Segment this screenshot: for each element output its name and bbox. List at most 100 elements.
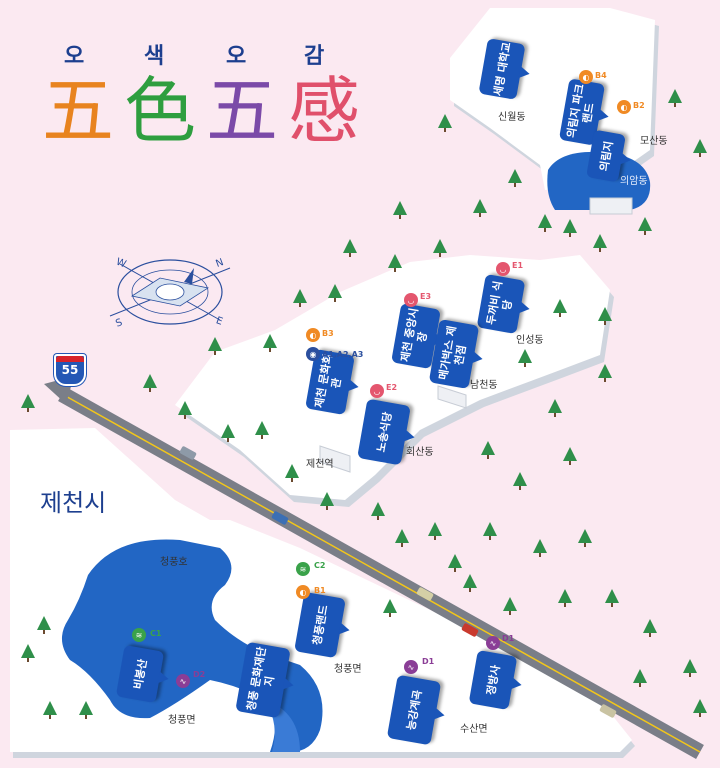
tree-trunk: [611, 603, 613, 607]
tree-trunk: [699, 713, 701, 717]
tree-trunk: [439, 253, 441, 257]
tree-trunk: [544, 228, 546, 232]
tree-trunk: [389, 613, 391, 617]
title-hanja-4: 感: [288, 69, 361, 153]
city-label: 제천시: [40, 489, 107, 517]
district-inseong: 인성동: [516, 335, 544, 346]
badge-b1-ear-icon: ◐: [296, 585, 310, 599]
tree-icon: [558, 589, 572, 603]
tree-trunk: [554, 413, 556, 417]
badge-e1-mouth-icon: ◡: [496, 262, 510, 276]
title-hanja-2: 色: [124, 69, 197, 153]
tree-icon: [21, 394, 35, 408]
badge-e2-code: E2: [386, 383, 398, 392]
tree-trunk: [599, 248, 601, 252]
badge-d1b-code: D1: [502, 634, 515, 643]
tree-trunk: [559, 313, 561, 317]
tree-icon: [79, 701, 93, 715]
tree-trunk: [394, 268, 396, 272]
tree-icon: [178, 401, 192, 415]
tree-trunk: [539, 553, 541, 557]
tree-icon: [553, 299, 567, 313]
district-cheongpung-2: 청풍면: [168, 715, 196, 726]
badge-e2-mouth-icon: ◡: [370, 384, 384, 398]
tree-icon: [683, 659, 697, 673]
badge-c2-nose-icon: ≋: [296, 562, 310, 576]
tree-trunk: [326, 506, 328, 510]
badge-b4-code: B4: [595, 71, 607, 80]
tree-trunk: [349, 253, 351, 257]
tree-trunk: [699, 153, 701, 157]
tree-icon: [598, 364, 612, 378]
tree-icon: [448, 554, 462, 568]
trees: [21, 89, 707, 719]
tree-trunk: [434, 536, 436, 540]
pin-nosong-label: 노송식당: [374, 410, 394, 454]
tree-icon: [263, 334, 277, 348]
tree-icon: [518, 349, 532, 363]
tree-trunk: [479, 213, 481, 217]
title-hangul-1: 오: [64, 44, 85, 69]
tree-icon: [578, 529, 592, 543]
tree-trunk: [377, 516, 379, 520]
tree-icon: [563, 447, 577, 461]
district-sinwol: 신월동: [498, 112, 526, 123]
tree-trunk: [649, 633, 651, 637]
badge-d1-skin-icon: ∿: [404, 660, 418, 674]
tree-icon: [221, 424, 235, 438]
badge-c2-code: C2: [314, 561, 326, 570]
pin-market-label: 제천 중앙시장: [398, 306, 430, 363]
tree-icon: [433, 239, 447, 253]
tree-icon: [598, 307, 612, 321]
district-susan: 수산면: [460, 724, 488, 735]
tree-icon: [208, 337, 222, 351]
title-hanja-3: 五: [206, 69, 279, 153]
tree-icon: [503, 597, 517, 611]
tree-trunk: [149, 388, 151, 392]
tree-icon: [668, 89, 682, 103]
tree-icon: [255, 421, 269, 435]
tree-trunk: [334, 298, 336, 302]
tree-icon: [343, 239, 357, 253]
tree-trunk: [214, 351, 216, 355]
pin-uirimji-label: 의림지: [596, 139, 616, 173]
pin-cheongpung-culture-label: 청풍 문화재단지: [244, 645, 277, 712]
district-hoesan: 회산동: [406, 447, 434, 458]
tree-icon: [37, 616, 51, 630]
tree-trunk: [184, 415, 186, 419]
cars: [179, 446, 617, 718]
badge-a-code: A1,A2,A3: [322, 350, 364, 359]
badge-d2-skin-icon: ∿: [176, 674, 190, 688]
tree-icon: [428, 522, 442, 536]
title-hangul-4: 감: [304, 44, 325, 69]
station-jecheon: 제천역: [306, 459, 334, 470]
badge-b3-ear-icon: ◐: [306, 328, 320, 342]
pin-culture-hall-label: 제천 문화회관: [312, 352, 344, 409]
tree-icon: [605, 589, 619, 603]
tree-trunk: [514, 183, 516, 187]
tree-trunk: [299, 303, 301, 307]
tree-icon: [563, 219, 577, 233]
tree-trunk: [269, 348, 271, 352]
tree-trunk: [227, 438, 229, 442]
tree-icon: [538, 214, 552, 228]
badge-b3-code: B3: [322, 329, 334, 338]
tree-icon: [548, 399, 562, 413]
tree-icon: [693, 139, 707, 153]
badge-d1-code: D1: [422, 657, 435, 666]
badge-d1b-skin-icon: ∿: [486, 636, 500, 650]
badge-e3-code: E3: [420, 292, 432, 301]
badge-c1-code: C1: [150, 629, 162, 638]
tree-trunk: [489, 536, 491, 540]
tree-trunk: [43, 630, 45, 634]
tree-trunk: [261, 435, 263, 439]
tree-trunk: [674, 103, 676, 107]
tree-trunk: [604, 321, 606, 325]
tree-icon: [320, 492, 334, 506]
tree-trunk: [454, 568, 456, 572]
tree-trunk: [27, 408, 29, 412]
tree-trunk: [639, 683, 641, 687]
tree-icon: [395, 529, 409, 543]
tree-icon: [143, 374, 157, 388]
